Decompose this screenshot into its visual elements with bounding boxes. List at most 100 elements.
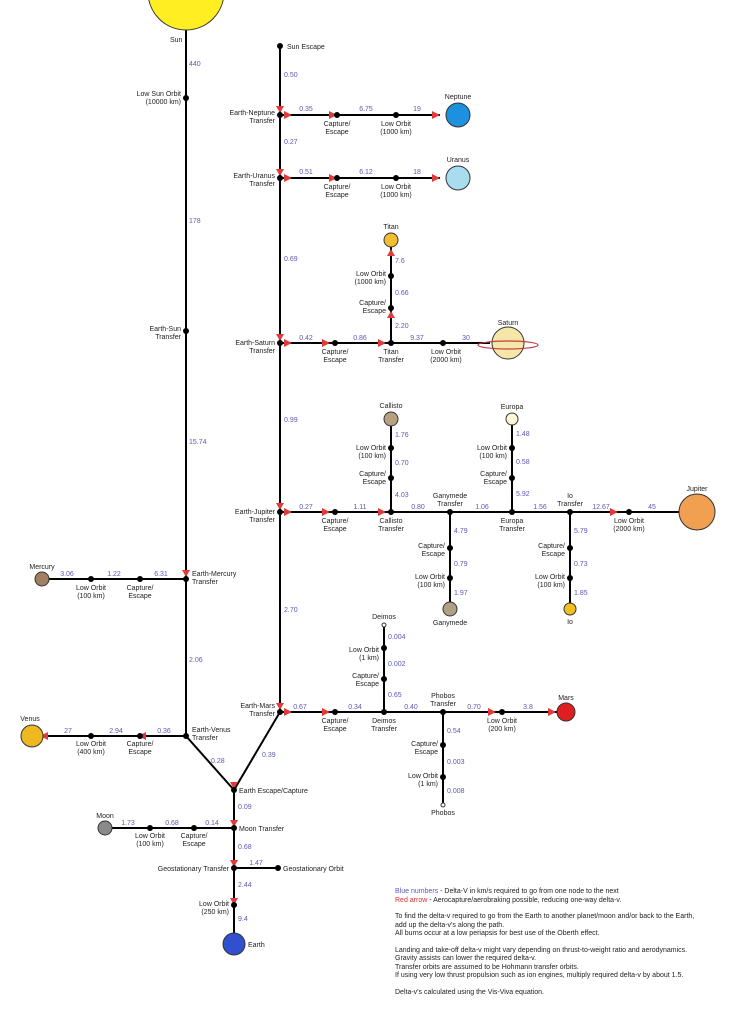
arrow-icon [230,898,238,905]
dv-value: 178 [189,218,201,225]
dv-value: 9.4 [238,916,248,923]
legend-credit: Delta-v's calculated using the Vis-Viva … [395,989,725,998]
geo-orbit-label: Geostationary Orbit [283,866,344,873]
dv-value: 2.94 [109,728,123,735]
dv-value: 18 [413,169,421,176]
sun-icon [148,0,224,31]
arrow-icon [284,174,292,182]
edges [32,30,680,940]
arrow-icon [276,169,284,176]
dv-value: 0.65 [388,692,402,699]
dv-value: 12.67 [592,504,610,511]
dv-value: 27 [64,728,72,735]
europa-icon [505,412,519,426]
dv-value: 5.79 [574,528,588,535]
dv-value: 2.20 [395,323,409,330]
jupiter-capture-label: Capture/Escape [322,518,349,533]
node-labels: Sun Escape Low Sun Orbit(10000 km) Earth… [76,44,645,916]
dv-value: 6.75 [359,106,373,113]
venus-capture-label: Capture/Escape [127,741,154,756]
dv-value: 1.73 [121,820,135,827]
dv-value: 0.99 [284,417,298,424]
legend-red-label: Red arrow [395,896,428,904]
uranus-label: Uranus [447,157,470,164]
dv-value: 0.73 [574,561,588,568]
phobos-label: Phobos [431,810,455,817]
dv-value: 3.8 [523,704,533,711]
io-capture-label: Capture/Escape [538,543,565,558]
earth-escape-label: Earth Escape/Capture [239,788,308,795]
dv-value: 6.12 [359,169,373,176]
nodes [88,43,632,908]
mars-label: Mars [558,695,574,702]
moon-low-orbit-label: Low Orbit(100 km) [135,833,165,848]
dv-value: 0.86 [353,335,367,342]
uranus-capture-label: Capture/Escape [324,184,351,199]
arrow-icon [329,111,337,119]
deimos-capture-label: Capture/Escape [352,673,379,688]
dv-value: 0.27 [284,139,298,146]
arrow-icon [610,508,618,516]
venus-label: Venus [20,716,40,723]
dv-value: 2.44 [238,882,252,889]
legend-usage: To find the delta-v required to go from … [395,913,725,939]
geo-transfer-label: Geostationary Transfer [158,866,230,873]
mercury-low-orbit-label: Low Orbit(100 km) [76,585,106,600]
titan-capture-label: Capture/Escape [359,300,386,315]
arrow-icon [378,508,386,516]
dv-value: 0.27 [299,504,313,511]
dv-value: 3.06 [60,571,74,578]
arrow-icon [230,782,238,789]
moon-icon [97,820,113,836]
dv-value: 1.56 [533,504,547,511]
dv-value: 440 [189,61,201,68]
legend: Blue numbers - Delta-V in km/s required … [395,888,725,1005]
venus-icon [20,724,44,748]
legend-line: All burns occur at a low periapsis for b… [395,930,600,937]
dv-value: 0.09 [238,804,252,811]
arrow-icon [40,732,48,740]
arrow-icon [284,508,292,516]
saturn-icon [477,326,539,360]
dv-value: 0.79 [454,561,468,568]
delta-v-values: 440 178 15.74 0.50 0.27 0.69 0.99 2.70 0… [60,61,656,923]
dv-value: 0.67 [293,704,307,711]
dv-value: 0.004 [388,634,406,641]
dv-value: 1.76 [395,432,409,439]
arrow-icon [230,860,238,867]
deimos-low-orbit-label: Low Orbit(1 km) [349,647,379,662]
earth-icon [222,932,246,956]
dv-value: 0.35 [299,106,313,113]
titan-label: Titan [383,224,398,231]
saturn-low-orbit-label: Low Orbit(2000 km) [430,349,462,364]
jupiter-low-orbit-label: Low Orbit(2000 km) [613,518,645,533]
ganymede-low-orbit-label: Low Orbit(100 km) [415,574,445,589]
arrow-icon [276,503,284,510]
dv-value: 1.47 [249,860,263,867]
dv-value: 1.97 [454,590,468,597]
dv-value: 0.28 [211,758,225,765]
moon-capture-label: Capture/Escape [181,833,208,848]
earth-label: Earth [248,942,265,949]
deimos-label: Deimos [372,614,396,621]
arrow-icon [378,339,386,347]
dv-value: 6.31 [154,571,168,578]
mars-low-orbit-label: Low Orbit(200 km) [487,718,517,733]
legend-line: Transfer orbits are assumed to be Hohman… [395,963,579,971]
dv-value: 0.68 [238,844,252,851]
arrow-icon [322,708,330,716]
sun-label: Sun [170,37,183,44]
legend-line: Landing and take-off delta-v might vary … [395,946,688,954]
dv-value: 0.66 [395,290,409,297]
arrow-icon [432,174,440,182]
arrow-icon [276,703,284,710]
dv-value: 1.22 [107,571,121,578]
